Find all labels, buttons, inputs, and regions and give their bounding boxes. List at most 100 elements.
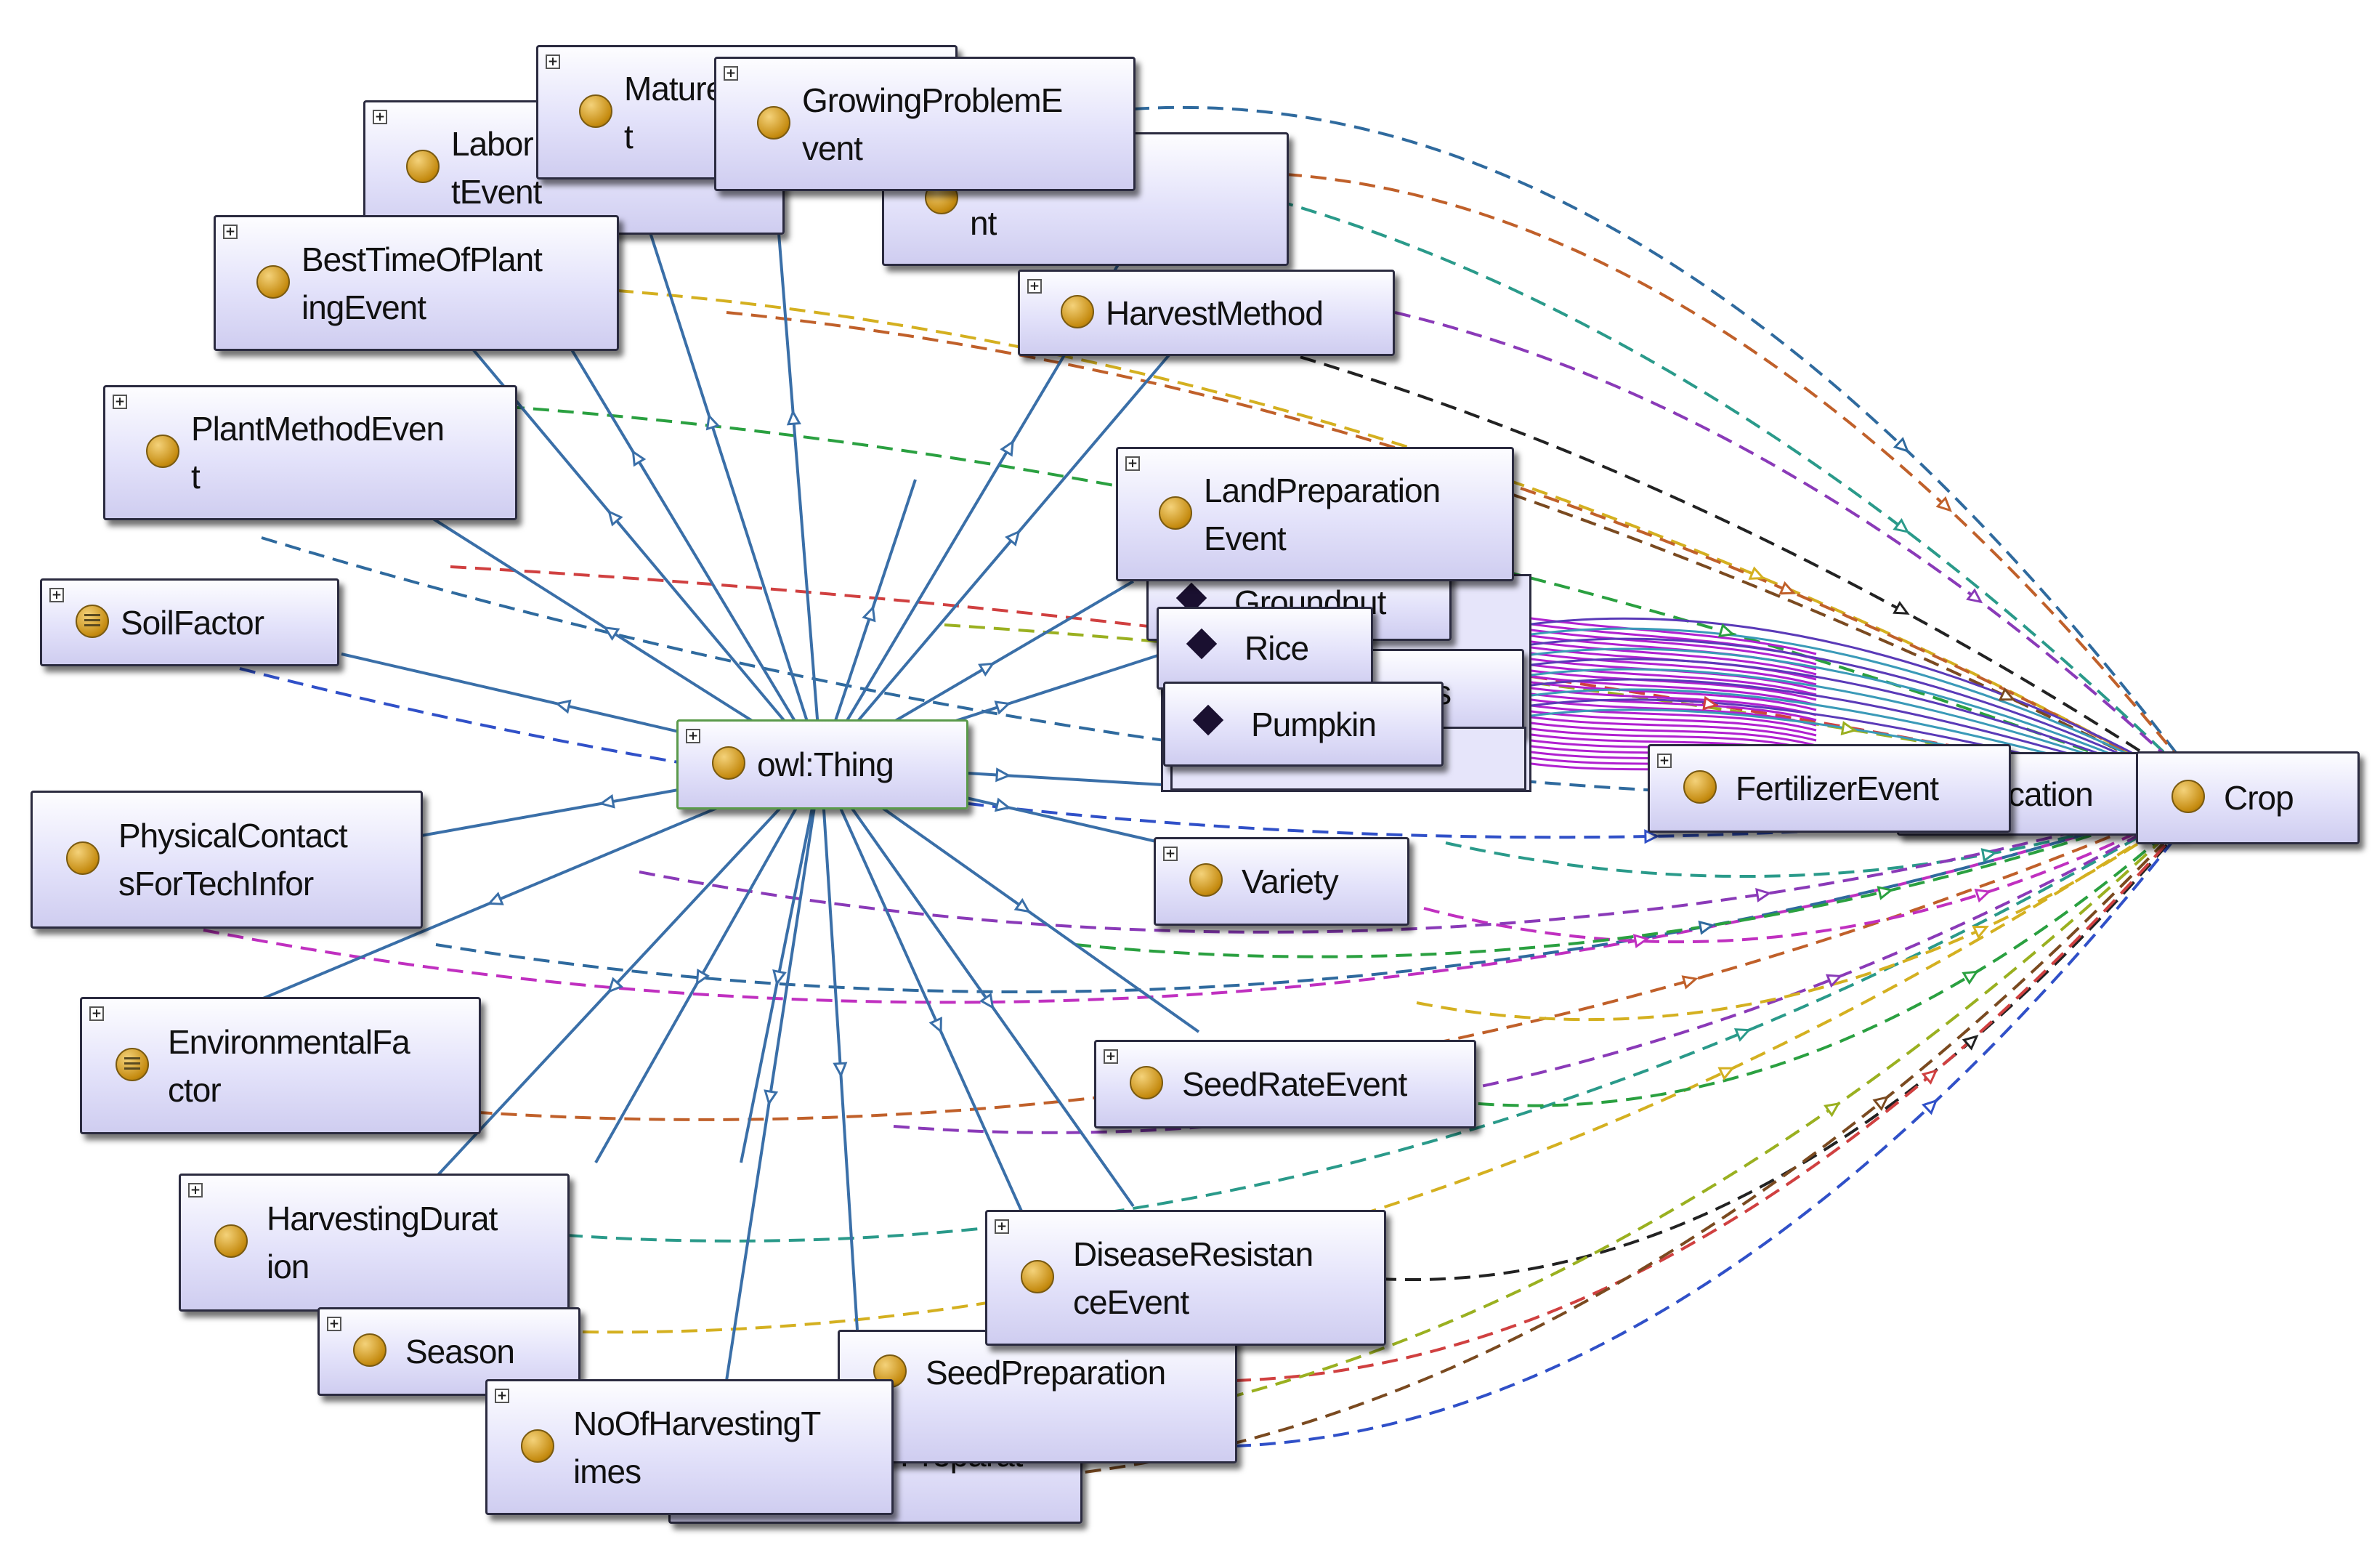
node-pumpkin[interactable]: Pumpkin [1163,682,1444,767]
individual-link [1525,637,2209,797]
node-best-time-of-planting-event[interactable]: + BestTimeOfPlant ingEvent [214,215,619,351]
individual-icon [1186,628,1218,660]
edge-arrowhead [1717,623,1736,638]
expand-icon[interactable]: + [1163,847,1178,861]
class-icon [712,746,745,780]
node-crop[interactable]: Crop [2136,751,2360,844]
edge-arrowhead [1962,1035,1979,1051]
individual-icon [1192,704,1224,735]
edge-arrowhead [1013,897,1031,913]
node-rice[interactable]: Rice [1157,607,1373,690]
edge-arrowhead [928,1017,942,1034]
edge-arrowhead [1840,721,1858,736]
expand-icon[interactable]: + [546,54,560,69]
individual-link [1525,727,1817,752]
subclass-edge [594,764,822,1163]
expand-icon[interactable]: + [1657,754,1672,768]
class-icon [1021,1259,1054,1293]
edge-arrowhead [1644,829,1660,844]
edge-arrowhead [833,1062,848,1078]
individual-link [1525,680,1817,711]
node-label: Labor tEvent [451,124,542,211]
individual-link [1525,721,1817,747]
subclass-edge [434,763,822,1179]
node-fertilizer-event[interactable]: + FertilizerEvent [1648,744,2011,833]
edge-arrowhead [1748,566,1766,580]
expand-icon[interactable]: + [113,395,127,409]
expand-icon[interactable]: + [223,225,238,239]
edge-arrowhead [764,1089,779,1106]
expand-icon[interactable]: + [995,1219,1009,1234]
object-property-edge [203,794,2209,1004]
node-label: Mature t [624,69,724,156]
edge-arrowhead [1966,588,1983,604]
expand-icon[interactable]: + [49,588,64,602]
node-environmental-factor[interactable]: + EnvironmentalFa ctor [80,997,481,1134]
edge-arrowhead [786,409,801,426]
subclass-edge [725,764,822,1381]
class-icon [521,1429,554,1463]
expand-icon[interactable]: + [724,66,738,81]
class-icon [256,264,290,299]
edge-arrowhead [705,413,721,431]
individual-link [1525,703,1817,732]
edge-arrowhead [1962,970,1979,985]
edge-arrowhead [1974,888,1991,903]
node-label: SoilFactor [121,603,264,642]
expand-icon[interactable]: + [495,1389,509,1403]
node-soil-factor[interactable]: + SoilFactor [40,578,339,666]
node-harvesting-duration[interactable]: + HarvestingDurat ion [179,1174,570,1312]
edge-arrowhead [1632,934,1650,949]
node-variety[interactable]: + Variety [1154,837,1409,926]
subclass-edge [616,130,822,765]
node-label: DiseaseResistan ceEvent [1073,1235,1314,1321]
individual-link [1525,616,1817,655]
edge-arrowhead [599,793,615,809]
node-label: owl:Thing [757,746,894,783]
node-label: NoOfHarvestingT imes [573,1404,821,1490]
class-icon [406,149,440,183]
node-owl-thing[interactable]: + owl:Thing [676,719,968,809]
node-label: LandPreparation Event [1204,471,1441,557]
class-icon [214,1224,248,1258]
object-property-edge [1423,794,2209,944]
node-seed-rate-event[interactable]: + SeedRateEvent [1094,1040,1476,1128]
edge-arrowhead [1717,1067,1735,1081]
node-plant-method-event[interactable]: + PlantMethodEven t [103,385,517,520]
edge-arrowhead [1000,440,1014,457]
node-disease-resistance-event[interactable]: + DiseaseResistan ceEvent [985,1210,1386,1346]
subclass-edge [819,764,1040,1251]
expand-icon[interactable]: + [1104,1049,1118,1064]
node-seed-preparation[interactable]: SeedPreparation [838,1330,1237,1463]
expand-icon[interactable]: + [188,1183,203,1198]
object-property-edge [1234,794,2210,1382]
subclass-edge [819,479,917,765]
node-label: HarvestMethod [1106,294,1324,332]
edge-arrowhead [862,605,876,623]
expand-icon[interactable]: + [1125,456,1140,471]
edge-arrowhead [1980,848,1998,863]
edge-arrowhead [1755,887,1772,902]
edge-arrowhead [1893,600,1910,615]
expand-icon[interactable]: + [686,729,700,743]
edge-arrowhead [1681,975,1699,990]
edge-arrowhead [607,509,623,527]
node-no-of-harvesting-times[interactable]: + NoOfHarvestingT imes [485,1379,894,1515]
node-land-preparation-event[interactable]: + LandPreparation Event [1116,447,1514,581]
expand-icon[interactable]: + [373,110,387,124]
node-harvest-method[interactable]: + HarvestMethod [1018,270,1395,356]
object-property-edge [726,311,2209,797]
individual-link [1525,651,1817,686]
class-icon [1061,294,1094,328]
node-label: cation [2008,775,2094,813]
edge-arrowhead [1872,1095,1890,1111]
expand-icon[interactable]: + [1027,279,1042,294]
expand-icon[interactable]: + [327,1317,341,1331]
node-physical-contacts-for-tech-info[interactable]: PhysicalContact sForTechInfor [31,791,423,929]
class-icon [2171,780,2205,813]
individual-link [1525,663,1817,696]
expand-icon[interactable]: + [89,1006,104,1021]
node-label: PlantMethodEven t [191,410,445,496]
node-growing-problem-event[interactable]: + GrowingProblemE vent [714,57,1136,191]
class-icon [353,1333,386,1367]
